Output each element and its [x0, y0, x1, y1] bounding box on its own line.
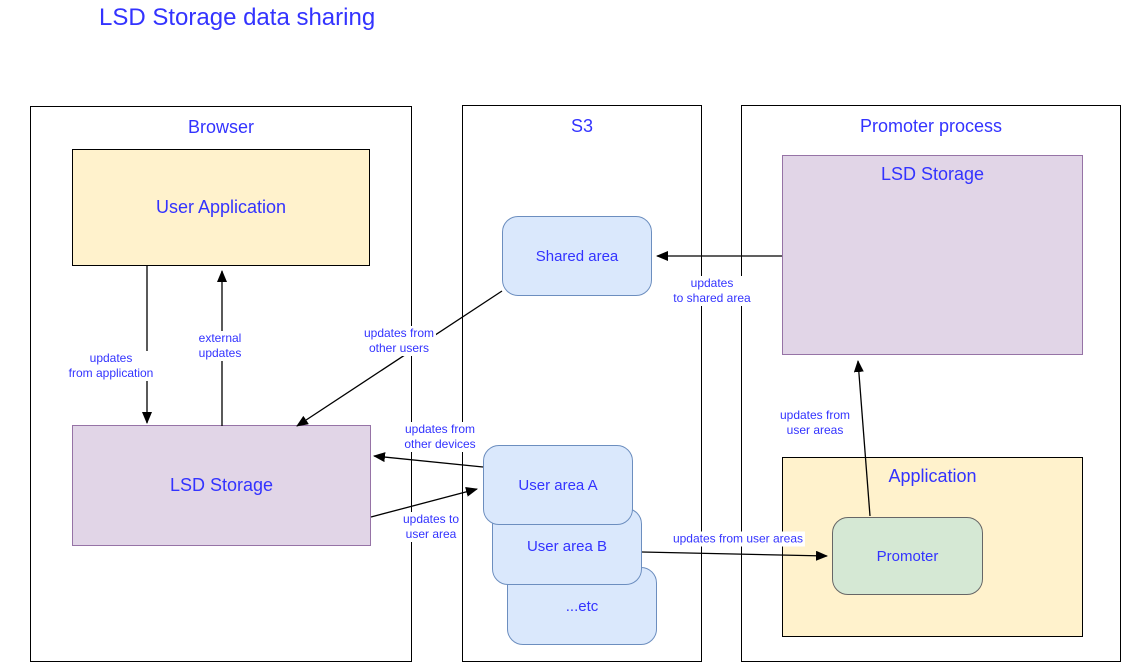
node-promoter-label: Promoter: [876, 547, 939, 565]
node-shared-area-label: Shared area: [535, 247, 619, 265]
edge-label-updates-to-shared-area: updates to shared area: [671, 276, 753, 306]
node-lsd-storage-promoter-label: LSD Storage: [880, 164, 985, 184]
edge-label-updates-from-application: updates from application: [66, 351, 156, 381]
edge-label-external-updates: external updates: [196, 331, 244, 361]
node-user-area-a: User area A: [483, 445, 633, 525]
node-lsd-storage-browser: LSD Storage: [72, 425, 371, 546]
edge-label-updates-from-user-areas-horizontal: updates from user areas: [670, 531, 806, 547]
node-application-label: Application: [888, 466, 977, 486]
node-user-area-a-label: User area A: [518, 476, 598, 494]
container-s3-title: S3: [570, 116, 594, 136]
edge-label-updates-from-user-areas-vertical: updates from user areas: [777, 408, 853, 438]
node-lsd-storage-browser-label: LSD Storage: [169, 475, 274, 495]
node-shared-area: Shared area: [502, 216, 652, 296]
node-lsd-storage-promoter: LSD Storage: [782, 155, 1083, 355]
edge-label-updates-from-other-devices: updates from other devices: [402, 422, 478, 452]
edge-label-updates-from-other-users: updates from other users: [361, 326, 437, 356]
container-browser-title: Browser: [187, 117, 254, 137]
node-user-application-label: User Application: [155, 197, 287, 217]
node-user-area-etc-label: ...etc: [565, 597, 599, 615]
edge-label-updates-to-user-area: updates to user area: [400, 512, 462, 542]
diagram-title: LSD Storage data sharing: [99, 4, 376, 31]
node-promoter: Promoter: [832, 517, 983, 595]
node-user-area-b-label: User area B: [526, 538, 608, 555]
node-user-application: User Application: [72, 149, 370, 266]
container-promoter-process-title: Promoter process: [859, 116, 1003, 136]
